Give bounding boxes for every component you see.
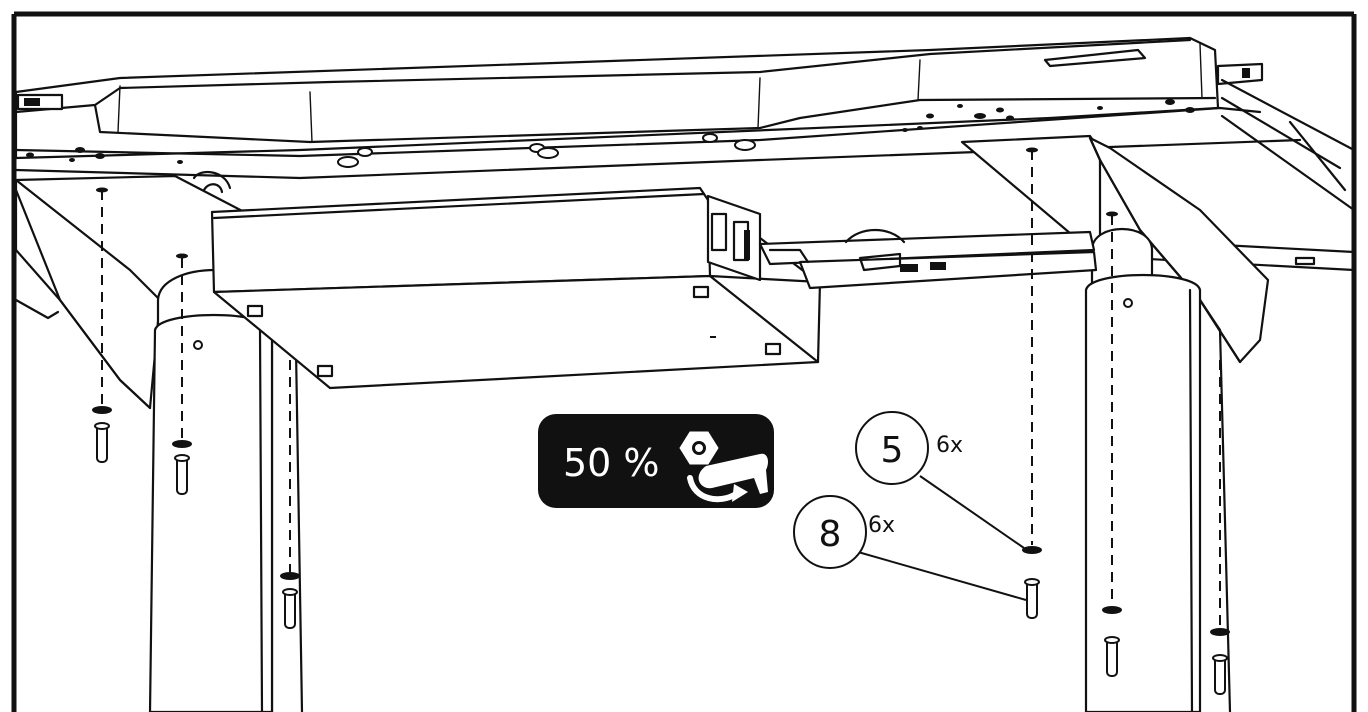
torque-label: 50 % bbox=[563, 441, 660, 485]
screw bbox=[174, 454, 190, 495]
callout-screw: 8 6x bbox=[793, 495, 1027, 601]
left-leg-column bbox=[148, 268, 304, 712]
control-box bbox=[210, 186, 822, 390]
screw bbox=[1104, 636, 1120, 677]
wrench-nut-torque-icon bbox=[679, 431, 768, 503]
screw bbox=[1212, 654, 1228, 695]
torque-badge: 50 % bbox=[538, 414, 774, 508]
screws bbox=[94, 422, 1228, 695]
right-leg-column bbox=[1084, 228, 1232, 712]
callout-quantity: 6x bbox=[936, 433, 963, 458]
screw bbox=[94, 422, 110, 463]
motor-cables bbox=[192, 170, 1098, 290]
callout-washer: 5 6x bbox=[855, 411, 1025, 549]
frame-border bbox=[11, 11, 1357, 712]
callout-number: 8 bbox=[819, 514, 842, 555]
rail-holes bbox=[26, 99, 1195, 168]
assembly-guide-lines bbox=[101, 150, 1221, 628]
callout-quantity: 6x bbox=[868, 513, 895, 538]
screw bbox=[282, 588, 298, 629]
callout-number: 5 bbox=[881, 430, 904, 471]
screw bbox=[1024, 578, 1040, 619]
washers bbox=[92, 147, 1230, 636]
